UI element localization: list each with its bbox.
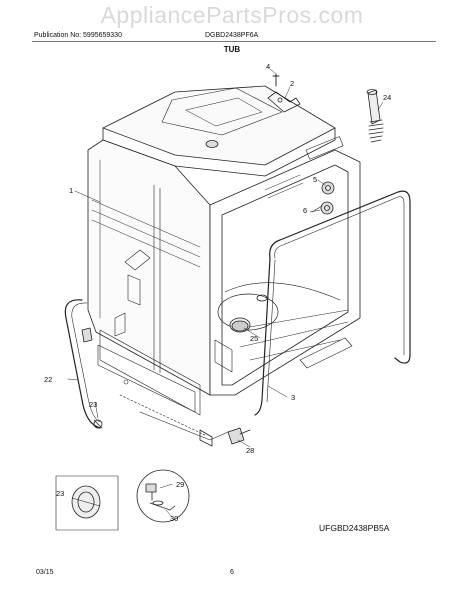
callout-3: 3 <box>291 393 296 402</box>
screw-part-4 <box>272 73 280 87</box>
callout-23: 23 <box>89 400 98 409</box>
callout-28: 28 <box>246 446 255 455</box>
callout-4: 4 <box>266 62 271 71</box>
callout-30: 30 <box>170 514 179 523</box>
callout-5: 5 <box>313 175 318 184</box>
inset-hose-clamp <box>55 475 119 531</box>
watermark: AppliancePartsPros.com <box>100 2 364 28</box>
sump-part-25 <box>231 320 249 332</box>
tub-left-wall <box>87 139 211 396</box>
callout-24: 24 <box>383 93 392 102</box>
model-number: DGBD2438PF6A <box>205 32 259 39</box>
switch-part-28 <box>227 427 251 445</box>
callout-6: 6 <box>303 206 308 215</box>
callout-22: 22 <box>44 375 53 384</box>
diagram-model-code: UFGBD2438PB5A <box>319 523 390 533</box>
drain-hose-22 <box>64 299 101 429</box>
base-frame <box>97 337 353 447</box>
callout-2: 2 <box>290 79 295 88</box>
callout-23-inset: 23 <box>56 489 65 498</box>
footer-page-number: 6 <box>230 569 234 576</box>
leader-lines <box>67 68 384 518</box>
tub-side-details <box>99 249 206 436</box>
tub-front-frame <box>209 136 361 396</box>
callout-1: 1 <box>69 186 74 195</box>
hose-clamp-23 <box>93 419 103 429</box>
bracket-part-2 <box>267 91 301 113</box>
callout-29: 29 <box>176 480 185 489</box>
footer-date: 03/15 <box>36 569 54 576</box>
hose-part-24 <box>366 89 384 143</box>
callout-25: 25 <box>250 334 259 343</box>
publication-number: Publication No: 5995659330 <box>34 32 122 39</box>
section-title: TUB <box>223 45 241 54</box>
header-rule <box>32 41 436 42</box>
inset-thermostat <box>136 469 190 523</box>
door-gasket <box>254 190 411 416</box>
